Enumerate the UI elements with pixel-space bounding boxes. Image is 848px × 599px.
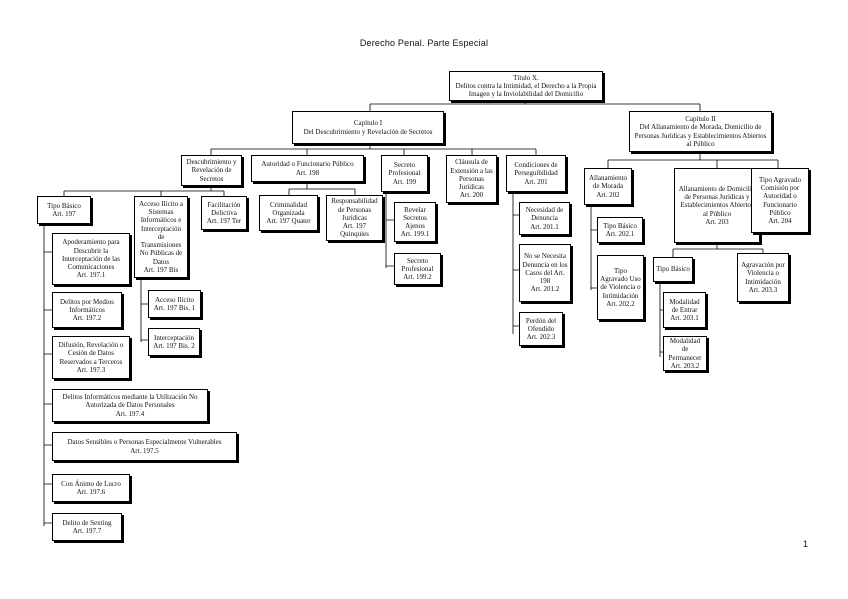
node-titulo-x: Título X.Delitos contra la Intimidad, el… <box>449 71 603 101</box>
connector <box>140 278 148 342</box>
connector <box>210 144 537 155</box>
node-datos-sensibles: Datos Sensibles o Personas Especialmente… <box>52 432 237 461</box>
node-tipo-basico-203: Tipo Básico <box>653 257 693 282</box>
node-tipo-agravado-violencia: Tipo Agravado Uso de Violencia o Intimid… <box>597 255 644 320</box>
connector <box>369 100 701 111</box>
connector <box>659 282 663 357</box>
node-difusion-revelacion-cesion: Difusión, Revelación o Cesión de Datos R… <box>52 336 130 379</box>
page-title: Derecho Penal. Parte Especial <box>359 38 489 48</box>
node-tipo-agravado-autoridad: Tipo Agravado Comisión por Autoridad o F… <box>751 168 809 233</box>
connector <box>672 243 764 257</box>
connector <box>63 186 225 196</box>
connector <box>43 224 52 526</box>
node-no-necesita-denuncia: No se Necesita Denuncia en los Casos del… <box>519 244 571 302</box>
node-allanamiento-domicilio: Allanamiento de Domicilio de Personas Ju… <box>674 168 760 243</box>
connector <box>590 205 597 290</box>
connector <box>607 152 779 168</box>
node-acceso-ilicito-sistemas: Acceso Ilícito a Sistemas Informáticos e… <box>134 196 188 278</box>
connector <box>512 192 519 334</box>
node-delitos-informaticos-datos-personales: Delitos Informáticos mediante la Utiliza… <box>52 389 208 422</box>
node-descubrimiento-revelacion: Descubrimiento y Revelación de Secretos <box>181 155 242 186</box>
page-number: 1 <box>803 539 809 549</box>
connector <box>288 182 356 195</box>
node-apoderamiento-descubrir: Apoderamiento para Descubrir la Intercep… <box>52 233 130 285</box>
node-clausula-extension: Cláusula de Extensión a las Personas Jur… <box>446 155 497 203</box>
connector <box>385 192 394 268</box>
